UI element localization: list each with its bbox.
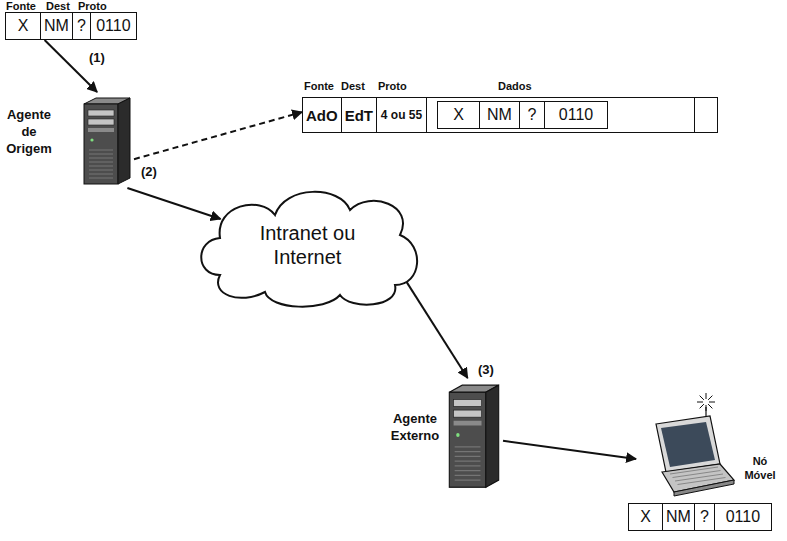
step-number: (1) bbox=[88, 50, 106, 65]
field-header: Dest bbox=[341, 80, 365, 92]
packet-field: ? bbox=[73, 13, 91, 39]
arrow-connector bbox=[45, 40, 97, 92]
packet-field: X bbox=[629, 504, 663, 530]
ip-packet: XNM?0110 bbox=[628, 503, 772, 531]
field-header: Fonte bbox=[304, 80, 334, 92]
packet-field: ? bbox=[695, 504, 715, 530]
packet-field: X bbox=[438, 102, 480, 128]
cloud-label: Intranet ou Internet bbox=[260, 221, 356, 269]
network-cloud: Intranet ou Internet bbox=[190, 180, 425, 310]
ip-packet: XNM?0110 bbox=[5, 12, 137, 40]
server: Agente Externo bbox=[385, 378, 503, 492]
packet-field: NM bbox=[41, 13, 73, 39]
packet-field: NM bbox=[480, 102, 520, 128]
field-header: Dados bbox=[498, 80, 532, 92]
mobile-label: Nó Móvel bbox=[740, 454, 780, 482]
packet-field: EdT bbox=[342, 98, 377, 132]
packet-field: 0110 bbox=[91, 13, 136, 39]
arrow-connector bbox=[503, 441, 636, 459]
server: Agente de Origem bbox=[2, 92, 134, 188]
payload-field: XNM?0110 bbox=[427, 98, 695, 132]
field-header: Dest bbox=[46, 0, 70, 12]
field-header: Proto bbox=[78, 0, 107, 12]
packet-field: X bbox=[6, 13, 41, 39]
callout-number: (3) bbox=[478, 362, 494, 377]
packet-field: 0110 bbox=[715, 504, 771, 530]
server-icon bbox=[80, 92, 134, 188]
arrow-connector bbox=[406, 281, 467, 378]
encapsulated-packet: AdOEdT4 ou 55 XNM?0110 bbox=[302, 97, 718, 133]
arrow-connector bbox=[127, 188, 220, 219]
laptop-icon bbox=[636, 392, 736, 500]
agent-label: Agente Externo bbox=[385, 410, 445, 444]
agent-label: Agente de Origem bbox=[2, 106, 56, 157]
ip-packet: XNM?0110 bbox=[437, 101, 608, 129]
cloud-outline bbox=[190, 180, 425, 310]
packet-field: 0110 bbox=[545, 102, 607, 128]
packet-field: NM bbox=[663, 504, 695, 530]
arrow-connector bbox=[134, 112, 302, 159]
field-header: Fonte bbox=[6, 0, 36, 12]
packet-field bbox=[695, 98, 717, 132]
server-icon bbox=[445, 378, 503, 492]
packet-field: 4 ou 55 bbox=[377, 98, 427, 132]
field-header: Proto bbox=[378, 80, 407, 92]
packet-field: ? bbox=[520, 102, 545, 128]
mobile-node: Nó Móvel bbox=[636, 392, 782, 500]
step-number: (2) bbox=[140, 164, 158, 179]
packet-field: AdO bbox=[303, 98, 342, 132]
